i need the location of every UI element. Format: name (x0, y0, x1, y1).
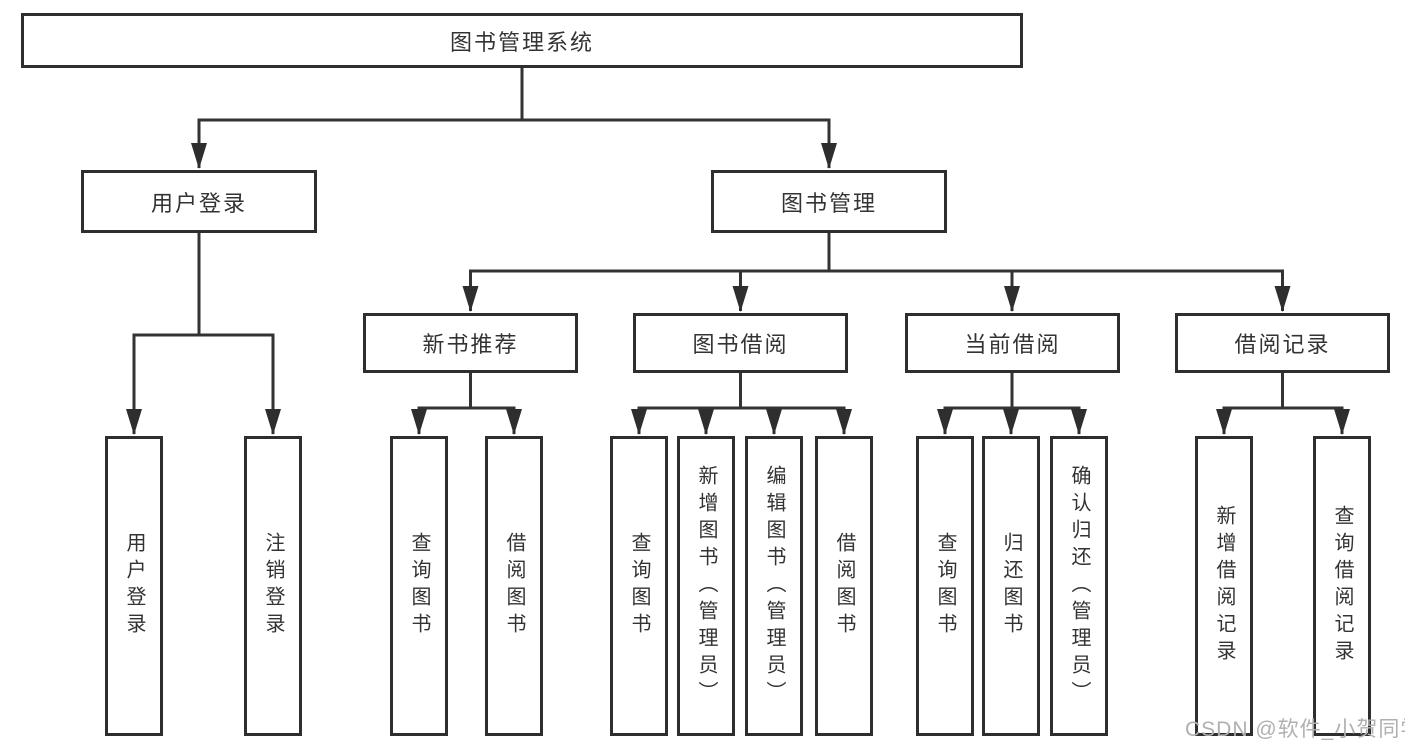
connector-user-login-to-leaves (126, 233, 281, 435)
node-new-book-recommend: 新书推荐 (363, 313, 578, 373)
node-borrow-records: 借阅记录 (1175, 313, 1390, 373)
leaf-return-books: 归还图书 (982, 436, 1040, 736)
connector-root-to-level2 (191, 68, 837, 169)
node-root-system: 图书管理系统 (21, 13, 1023, 68)
watermark-text: CSDN @软件_小贺同学 (1185, 718, 1405, 741)
leaf-user-login: 用户登录 (105, 436, 163, 736)
connector-book-mgmt-to-level3 (462, 233, 1291, 312)
leaf-add-borrow-record: 新增借阅记录 (1195, 436, 1253, 736)
leaf-query-books-current: 查询图书 (916, 436, 974, 736)
node-current-borrowing: 当前借阅 (905, 313, 1120, 373)
connector-new-books-to-leaves (411, 373, 522, 435)
leaf-query-borrow-record: 查询借阅记录 (1313, 436, 1371, 736)
connector-borrow-records-to-leaves (1216, 373, 1350, 435)
node-book-borrowing: 图书借阅 (633, 313, 848, 373)
leaf-confirm-return-admin: 确认归还（管理员） (1050, 436, 1108, 736)
leaf-edit-books-admin: 编辑图书（管理员） (745, 436, 803, 736)
leaf-borrow-books: 借阅图书 (815, 436, 873, 736)
node-book-management: 图书管理 (711, 170, 947, 233)
leaf-logout: 注销登录 (244, 436, 302, 736)
leaf-query-books-borrowing: 查询图书 (610, 436, 668, 736)
connector-current-borrow-to-leaves (937, 373, 1087, 435)
leaf-add-books-admin: 新增图书（管理员） (677, 436, 735, 736)
leaf-borrow-books-recommend: 借阅图书 (485, 436, 543, 736)
node-user-login: 用户登录 (81, 170, 317, 233)
leaf-query-books-recommend: 查询图书 (390, 436, 448, 736)
connector-book-borrow-to-leaves (631, 373, 852, 435)
